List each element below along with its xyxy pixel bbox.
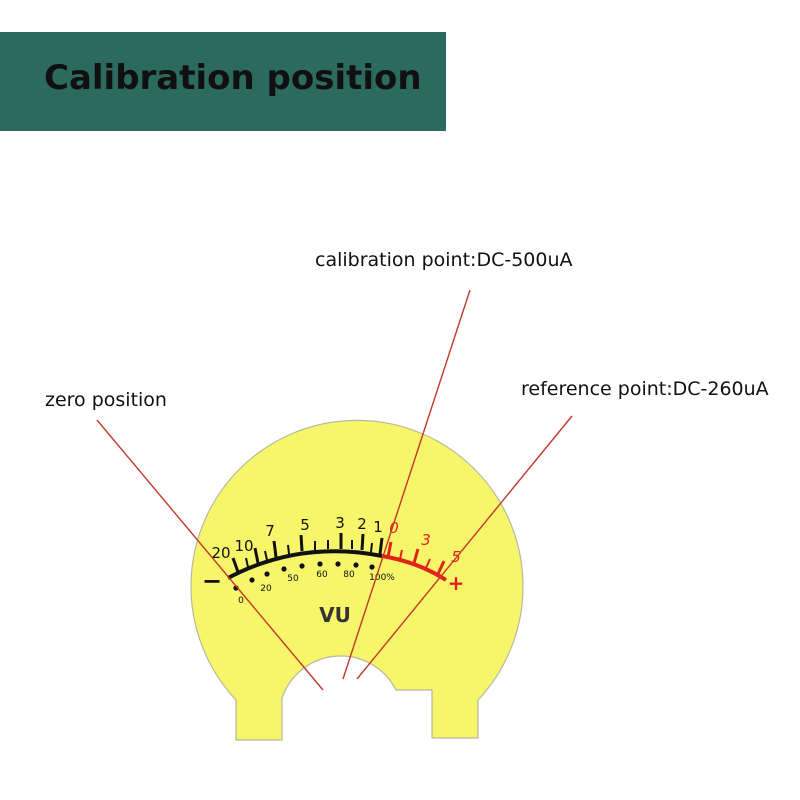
vu-tick-label: 10 <box>234 537 253 555</box>
vu-tick-label-red: 3 <box>421 531 431 549</box>
major-ticks-black <box>231 533 384 573</box>
minor-ticks-red <box>399 549 431 569</box>
vu-tick-label: 7 <box>265 522 275 540</box>
minor-ticks-black <box>245 540 373 568</box>
reference-point-label: reference point:DC-260uA <box>521 378 769 400</box>
percent-label: 100% <box>369 573 395 583</box>
vu-tick-label: 5 <box>300 516 310 534</box>
vu-tick-label: 3 <box>335 514 345 532</box>
vu-tick-label: 20 <box>211 544 230 562</box>
percent-label: 50 <box>287 574 299 584</box>
percent-label: 20 <box>260 584 272 594</box>
percent-dots <box>233 561 375 591</box>
vu-tick-label: 1 <box>373 518 383 536</box>
major-ticks-red <box>386 541 446 575</box>
title-bar <box>0 32 446 131</box>
zero-position-label: zero position <box>45 389 167 411</box>
percent-label: 0 <box>238 596 244 606</box>
percent-label: 80 <box>343 570 355 580</box>
minus-sign: − <box>202 567 222 595</box>
page-title: Calibration position <box>44 58 422 98</box>
zero-position-line <box>96 419 324 691</box>
vu-tick-label-red: 0 <box>389 519 399 537</box>
reference-point-line <box>356 415 573 680</box>
vu-unit-label: VU <box>319 603 351 627</box>
scale-arc-black <box>227 549 383 580</box>
calibration-point-label: calibration point:DC-500uA <box>315 249 573 271</box>
meter-face <box>190 419 524 741</box>
plus-sign: + <box>448 571 465 595</box>
vu-tick-label: 2 <box>357 515 367 533</box>
percent-label: 60 <box>316 570 328 580</box>
calibration-point-line <box>342 289 471 680</box>
